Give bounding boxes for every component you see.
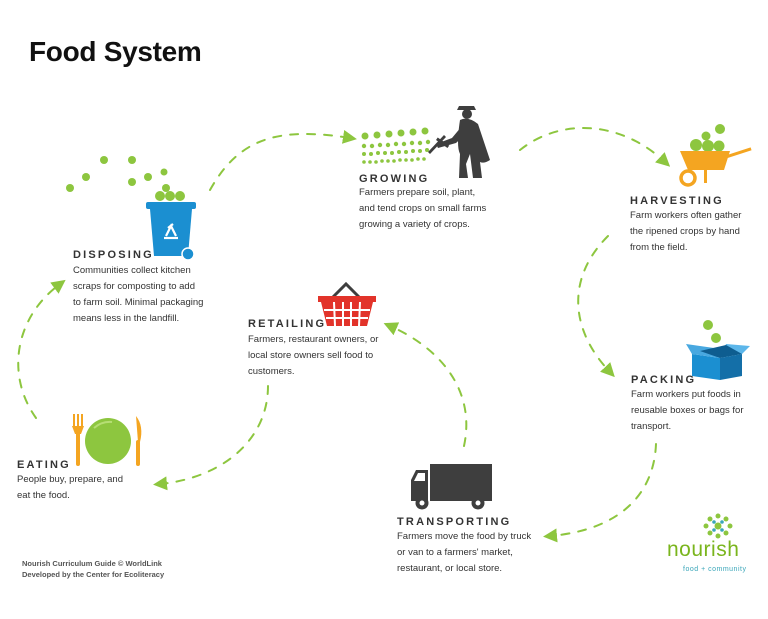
stage-title-disposing: DISPOSING [73, 249, 154, 261]
nourish-logo-word: nourish [667, 538, 740, 561]
nourish-flower-icon [703, 513, 733, 539]
box-icon [686, 320, 750, 380]
stage-title-retailing: RETAILING [248, 318, 327, 330]
stage-title-packing: PACKING [631, 374, 697, 386]
arrow-transporting-to-retailing [383, 322, 468, 447]
stage-title-harvesting: HARVESTING [630, 195, 724, 207]
arrow-eating-to-disposing [17, 279, 66, 419]
arrow-growing-to-harvesting [519, 127, 671, 167]
plate-utensils-icon [72, 414, 142, 466]
truck-icon [411, 464, 492, 510]
stage-title-growing: GROWING [359, 173, 430, 185]
stage-title-transporting: TRANSPORTING [397, 516, 512, 528]
arrow-retailing-to-eating [153, 385, 269, 491]
arrow-disposing-to-growing [209, 129, 357, 191]
stage-description-growing: Farmers prepare soil, plant,and tend cro… [359, 187, 487, 230]
nourish-logo-tagline: food + community [683, 566, 747, 573]
arrow-harvesting-to-packing [577, 235, 615, 378]
stage-title-eating: EATING [17, 459, 71, 471]
page-title: Food System [29, 36, 202, 67]
wheelbarrow-icon [679, 124, 752, 187]
shopping-basket-icon [318, 281, 376, 327]
farmer-hoe-icon [361, 106, 490, 178]
compost-bin-icon [66, 156, 196, 261]
arrow-packing-to-transporting [543, 443, 657, 543]
